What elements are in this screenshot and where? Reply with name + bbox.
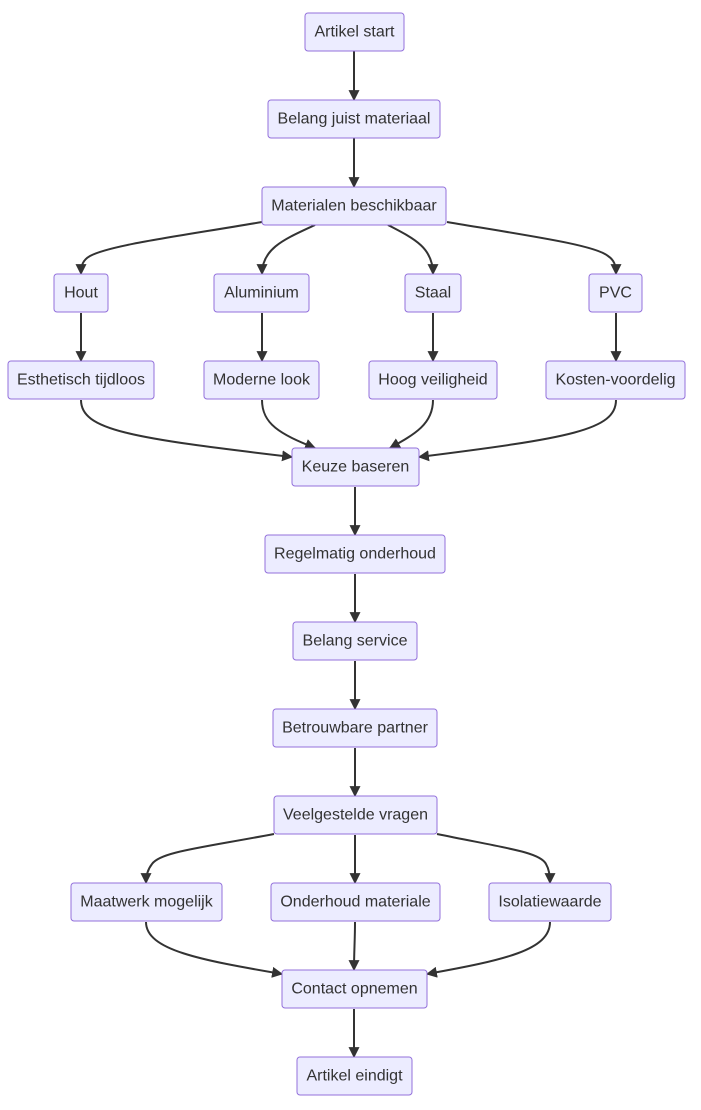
node-belang-juist-materiaal[interactable]: Belang juist materiaal <box>267 99 441 139</box>
node-onderhoud-materiale[interactable]: Onderhoud materiale <box>270 882 441 922</box>
node-label: Contact opnemen <box>291 981 417 998</box>
node-regelmatig-onderhoud[interactable]: Regelmatig onderhoud <box>264 534 446 574</box>
edge-materialen-to-aluminium <box>256 224 316 276</box>
edges-layer <box>75 51 622 1059</box>
node-label: Aluminium <box>224 285 299 302</box>
node-label: Belang juist materiaal <box>278 111 431 128</box>
node-hoog-veiligheid[interactable]: Hoog veiligheid <box>368 360 498 400</box>
node-label: Moderne look <box>213 372 311 389</box>
node-label: Keuze baseren <box>302 459 410 476</box>
node-hout[interactable]: Hout <box>53 273 109 313</box>
node-label: Regelmatig onderhoud <box>274 546 436 563</box>
edge-kosten-to-keuze <box>417 399 617 462</box>
node-belang-service[interactable]: Belang service <box>292 621 418 661</box>
node-label: Onderhoud materiale <box>280 894 430 911</box>
edge-materialen-to-hout <box>75 221 263 276</box>
node-veelgestelde-vragen[interactable]: Veelgestelde vragen <box>273 795 438 835</box>
node-moderne-look[interactable]: Moderne look <box>203 360 320 400</box>
nodes-layer: Artikel start Belang juist materiaal Mat… <box>7 12 686 1096</box>
node-label: Staal <box>415 285 451 302</box>
edge-moderne-to-keuze <box>261 399 317 450</box>
edge-isolatie-to-contact <box>425 921 551 978</box>
node-label: PVC <box>599 285 632 302</box>
node-esthetisch-tijdloos[interactable]: Esthetisch tijdloos <box>7 360 155 400</box>
node-label: Betrouwbare partner <box>282 720 429 737</box>
node-maatwerk-mogelijk[interactable]: Maatwerk mogelijk <box>70 882 223 922</box>
node-materialen-beschikbaar[interactable]: Materialen beschikbaar <box>261 186 447 226</box>
edge-materialen-to-staal <box>387 224 439 276</box>
node-betrouwbare-partner[interactable]: Betrouwbare partner <box>272 708 438 748</box>
node-label: Artikel eindigt <box>306 1068 403 1085</box>
node-label: Artikel start <box>314 24 395 41</box>
edge-esthetisch-to-keuze <box>80 399 294 462</box>
node-artikel-eindigt[interactable]: Artikel eindigt <box>296 1056 413 1096</box>
edge-veelgestelde-to-maatwerk <box>140 833 275 885</box>
node-kosten-voordelig[interactable]: Kosten-voordelig <box>545 360 686 400</box>
node-label: Esthetisch tijdloos <box>17 372 145 389</box>
node-label: Belang service <box>303 633 408 650</box>
edge-onderhoud-to-contact <box>348 921 360 972</box>
edge-maatwerk-to-contact <box>145 921 284 978</box>
node-staal[interactable]: Staal <box>404 273 462 313</box>
node-label: Veelgestelde vragen <box>283 807 428 824</box>
edge-veelgestelde-to-isolatie <box>436 833 556 885</box>
edge-hoog-to-keuze <box>389 399 434 449</box>
node-label: Materialen beschikbaar <box>271 198 437 215</box>
edge-materialen-to-pvc <box>446 221 622 276</box>
node-contact-opnemen[interactable]: Contact opnemen <box>281 969 428 1009</box>
node-artikel-start[interactable]: Artikel start <box>304 12 405 52</box>
node-isolatiewaarde[interactable]: Isolatiewaarde <box>488 882 612 922</box>
node-label: Kosten-voordelig <box>555 372 675 389</box>
node-label: Hout <box>64 285 98 302</box>
node-label: Isolatiewaarde <box>498 894 601 911</box>
node-label: Maatwerk mogelijk <box>80 894 213 911</box>
node-label: Hoog veiligheid <box>378 372 487 389</box>
node-aluminium[interactable]: Aluminium <box>213 273 310 313</box>
node-keuze-baseren[interactable]: Keuze baseren <box>291 447 420 487</box>
node-pvc[interactable]: PVC <box>588 273 643 313</box>
